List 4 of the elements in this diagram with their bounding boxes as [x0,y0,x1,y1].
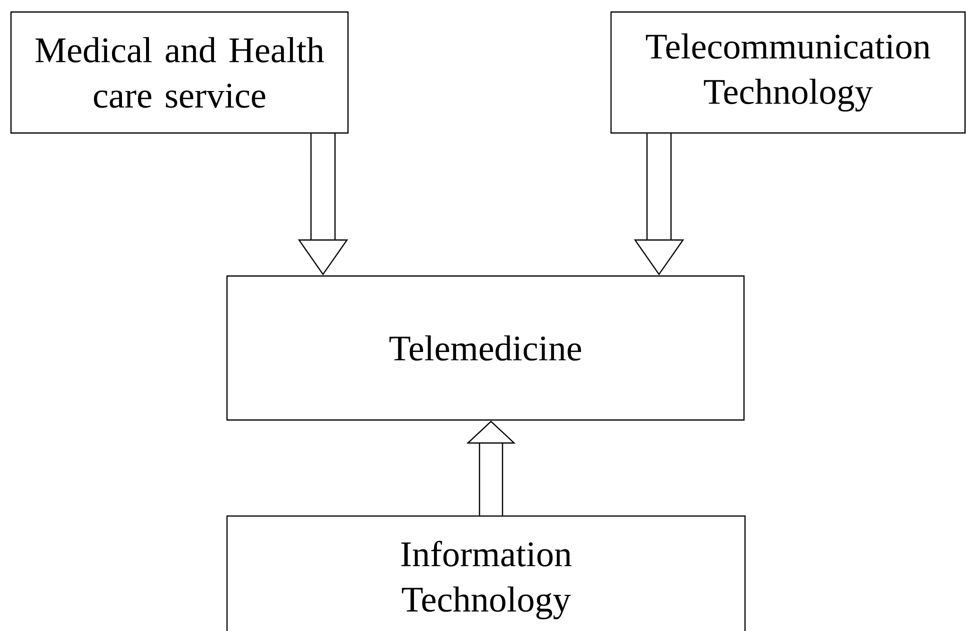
process-box: Telemedicine [226,275,745,421]
process-box: Information Technology [226,515,746,631]
process-box: Telecommunication Technology [610,11,966,134]
process-box: Medical and Health care service [10,11,349,134]
